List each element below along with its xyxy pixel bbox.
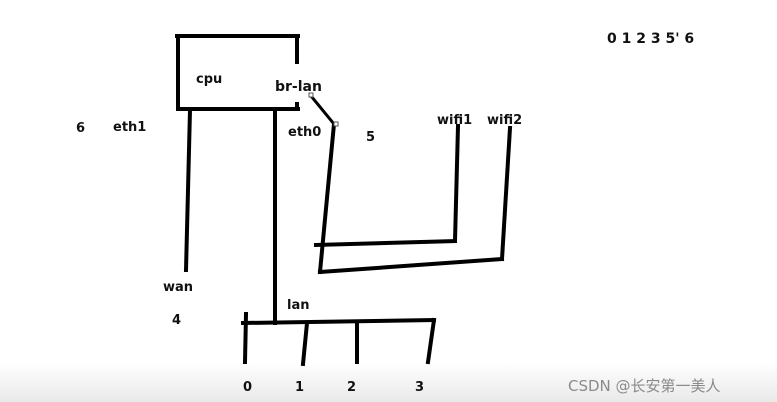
wifi2-label: wifi2 bbox=[487, 113, 523, 128]
port-3-label: 3 bbox=[415, 380, 425, 395]
port-1-label: 1 bbox=[295, 380, 305, 395]
wan-line bbox=[183, 107, 193, 273]
lan-bus-line bbox=[240, 317, 437, 326]
wan-number: 4 bbox=[172, 313, 182, 328]
eth1-number: 6 bbox=[76, 121, 86, 136]
handle-2 bbox=[333, 121, 339, 127]
br-lan-link bbox=[308, 93, 337, 127]
port-0-line bbox=[242, 311, 249, 365]
bottom-bar bbox=[0, 362, 777, 402]
wifi2-line bbox=[499, 125, 513, 262]
wifi1-line bbox=[452, 123, 461, 244]
lan-label: lan bbox=[287, 298, 310, 313]
eth0-line bbox=[317, 121, 337, 275]
port-3-line bbox=[425, 317, 437, 365]
br-lan-label: br-lan bbox=[275, 79, 322, 95]
port-1-line bbox=[300, 320, 310, 367]
handle-1 bbox=[308, 92, 314, 98]
eth1-label: eth1 bbox=[113, 120, 147, 135]
wifi2-bridge-line bbox=[317, 256, 505, 275]
wifi1-bridge-line bbox=[313, 238, 458, 248]
port-2-label: 2 bbox=[347, 380, 357, 395]
eth0-number: 5 bbox=[366, 130, 376, 145]
port-0-label: 0 bbox=[243, 380, 253, 395]
cpu-box bbox=[175, 34, 300, 111]
eth0-label: eth0 bbox=[288, 125, 322, 140]
wifi1-label: wifi1 bbox=[437, 113, 473, 128]
port-legend: 0 1 2 3 5' 6 bbox=[607, 31, 695, 47]
wan-label: wan bbox=[163, 280, 194, 295]
cpu-label: cpu bbox=[196, 72, 223, 87]
watermark: CSDN @长安第一美人 bbox=[568, 377, 721, 395]
